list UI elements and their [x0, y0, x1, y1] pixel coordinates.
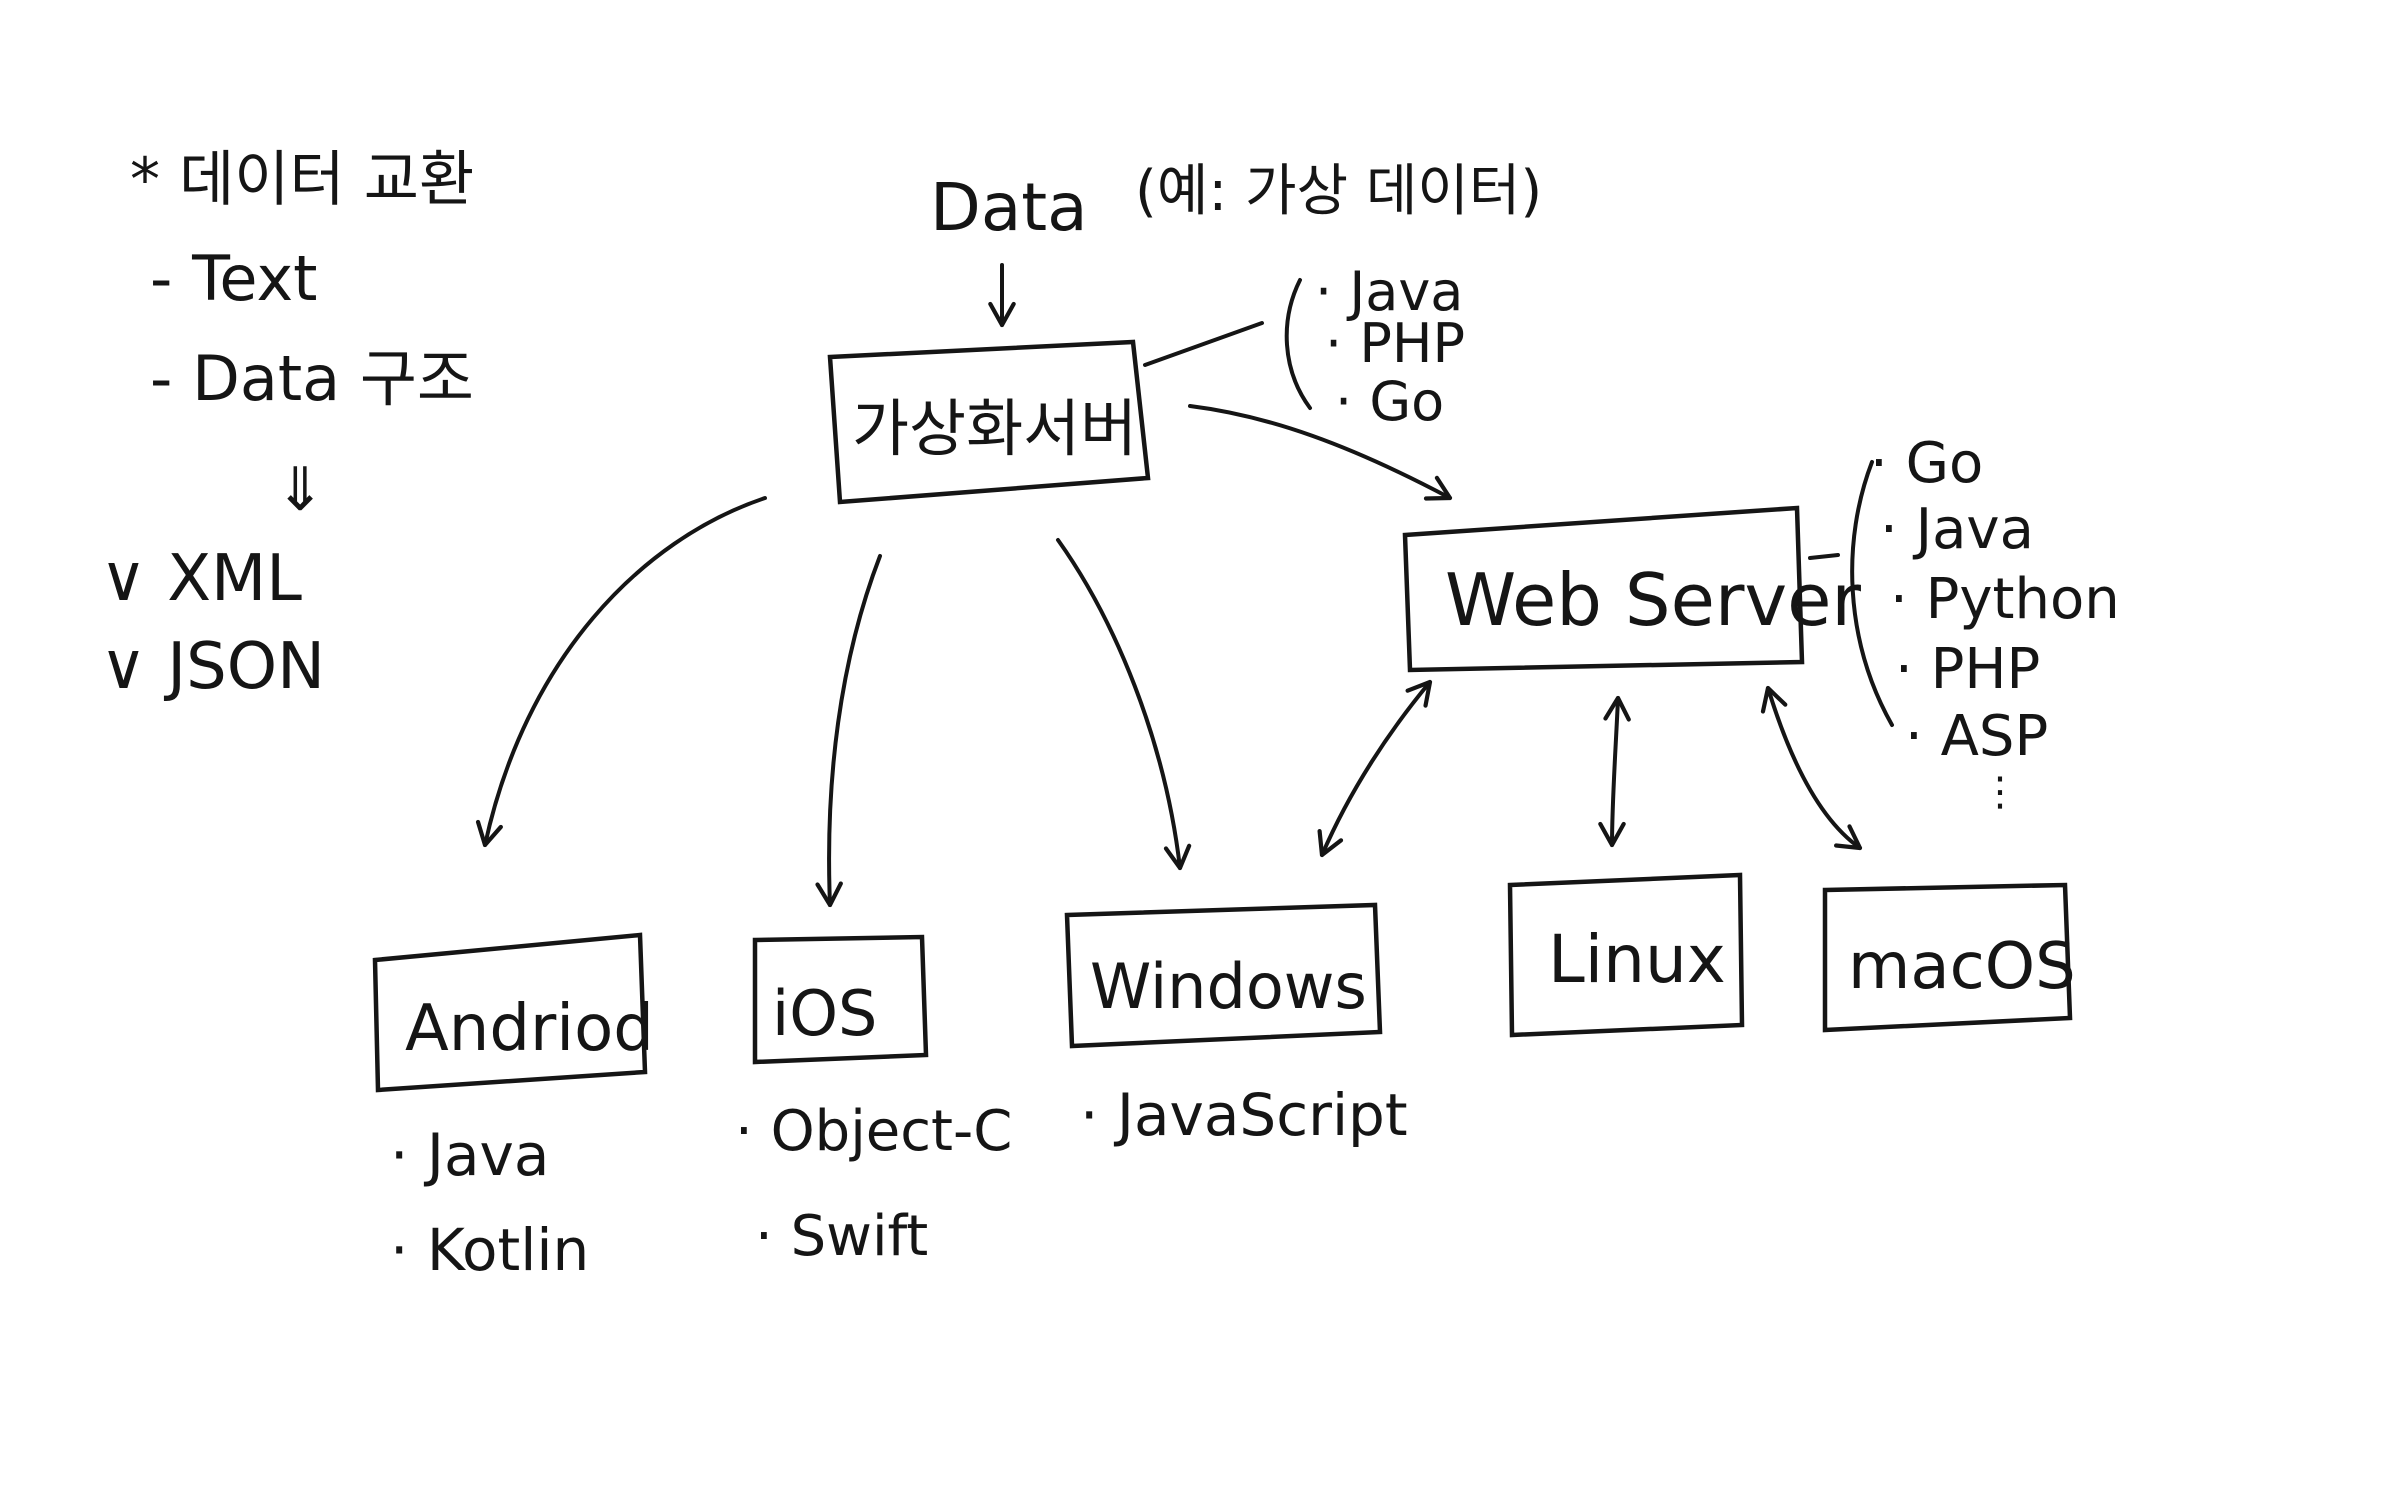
linux-label: Linux [1548, 921, 1726, 998]
client-linux: Linux [1507, 872, 1745, 1038]
android-language-kotlin: · Kotlin [390, 1216, 589, 1284]
macos-web-server-arrow [1760, 685, 1863, 851]
client-android: Andriod · Java · Kotlin [372, 932, 654, 1284]
server-box [827, 339, 1151, 505]
server-languages: · Java · PHP · Go [1143, 260, 1465, 433]
web-server-arrows [1317, 679, 1863, 858]
web-server-language-java: · Java [1880, 497, 2034, 562]
web-server-languages-brace [1850, 460, 1894, 727]
notes-format-xml: ∨ XML [100, 542, 302, 616]
web-server-languages-more: ⋮ [1980, 769, 2020, 815]
linux-box [1507, 872, 1745, 1038]
client-ios: iOS · Object-C · Swift [735, 934, 1012, 1269]
server-languages-brace [1284, 278, 1312, 410]
server-to-web-server-arrow [1188, 404, 1453, 501]
web-server-language-go: · Go [1870, 431, 1983, 496]
android-language-java: · Java [390, 1121, 549, 1189]
android-label: Andriod [405, 992, 654, 1066]
windows-box [1064, 902, 1383, 1049]
notes-item-text: - Text [150, 242, 317, 315]
server-arrows [475, 404, 1453, 908]
windows-language-javascript: · JavaScript [1080, 1081, 1408, 1149]
server-language-go: · Go [1335, 370, 1444, 433]
web-server-box [1402, 505, 1805, 673]
notes-format-json: ∨ JSON [100, 630, 325, 704]
data-source-example: (예: 가상 데이터) [1135, 159, 1542, 224]
linux-web-server-arrow [1598, 695, 1631, 848]
ios-language-objc: · Object-C [735, 1099, 1012, 1164]
web-server-language-asp: · ASP [1905, 704, 2048, 769]
server-language-php: · PHP [1325, 312, 1465, 375]
notes-heading: * 데이터 교환 [130, 145, 474, 215]
windows-label: Windows [1090, 950, 1367, 1023]
web-server-languages-connector [1808, 553, 1840, 560]
server-to-android-arrow [475, 496, 767, 848]
macos-box [1822, 882, 2073, 1033]
server-node: 가상화서버 [827, 339, 1151, 505]
notes-item-data-structure: - Data 구조 [150, 342, 474, 415]
server-label: 가상화서버 [852, 392, 1137, 465]
notes-panel: * 데이터 교환 - Text - Data 구조 ⇓ ∨ XML ∨ JSON [100, 145, 474, 704]
web-server-languages: · Go · Java · Python · PHP · ASP ⋮ [1808, 431, 2120, 815]
ios-language-swift: · Swift [755, 1204, 928, 1269]
notes-down-arrow-icon: ⇓ [275, 455, 325, 525]
web-server-node: Web Server [1402, 505, 1861, 673]
web-server-language-python: · Python [1890, 567, 2120, 632]
client-macos: macOS [1822, 882, 2076, 1033]
server-language-java: · Java [1315, 260, 1463, 323]
android-box [372, 932, 648, 1093]
data-source: Data (예: 가상 데이터) [930, 159, 1542, 328]
server-to-windows-arrow [1056, 538, 1192, 871]
web-server-label: Web Server [1445, 558, 1861, 642]
server-languages-connector [1143, 321, 1264, 367]
data-source-label: Data [930, 169, 1088, 246]
ios-box [752, 934, 929, 1065]
macos-label: macOS [1848, 930, 2076, 1004]
server-to-ios-arrow [815, 554, 882, 908]
windows-web-server-arrow [1317, 679, 1433, 858]
client-windows: Windows · JavaScript [1064, 902, 1408, 1149]
web-server-language-php: · PHP [1895, 637, 2040, 702]
ios-label: iOS [772, 977, 877, 1050]
